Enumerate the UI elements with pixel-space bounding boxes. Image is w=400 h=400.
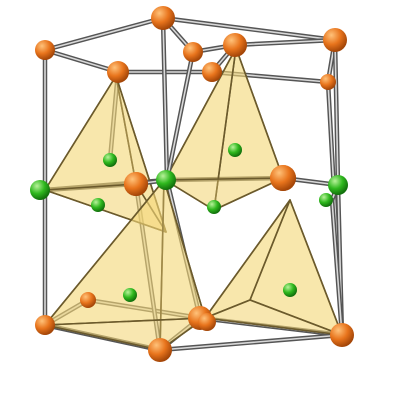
small-atom: [228, 143, 242, 157]
bond-highlight: [44, 17, 164, 51]
small-atom: [328, 175, 348, 195]
large-atom: [323, 28, 347, 52]
bond-highlight: [162, 17, 336, 41]
small-atom: [283, 283, 297, 297]
tetrahedron-face: [204, 299, 343, 336]
small-atom: [30, 180, 50, 200]
large-atom: [107, 61, 129, 83]
bond-highlight: [109, 71, 119, 161]
atom-layer: [30, 6, 354, 362]
small-atom: [103, 153, 117, 167]
large-atom: [124, 172, 148, 196]
large-atom: [198, 313, 216, 331]
large-atom: [330, 323, 354, 347]
bond-highlight: [331, 199, 343, 336]
bond-highlight: [166, 179, 201, 319]
large-atom: [80, 292, 96, 308]
large-atom: [202, 62, 222, 82]
bond-highlight: [334, 39, 339, 186]
small-atom: [319, 193, 333, 207]
large-atom: [151, 6, 175, 30]
bond-highlight: [234, 39, 336, 46]
bond-highlight: [87, 299, 201, 319]
large-atom: [35, 40, 55, 60]
small-atom: [207, 200, 221, 214]
large-atom: [320, 74, 336, 90]
small-atom: [123, 288, 137, 302]
bond-highlight: [135, 183, 161, 351]
tetrahedron-face: [44, 183, 167, 233]
bond-highlight: [166, 51, 194, 181]
bond-highlight: [211, 71, 329, 83]
large-atom: [270, 165, 296, 191]
large-atom: [223, 33, 247, 57]
bond-highlight: [162, 17, 168, 181]
tetrahedron-face: [164, 177, 284, 211]
large-atom: [148, 338, 172, 362]
small-atom: [91, 198, 105, 212]
bond-highlight: [44, 49, 119, 73]
large-atom: [183, 42, 203, 62]
bond-highlight: [159, 334, 343, 351]
small-atom: [156, 170, 176, 190]
large-atom: [35, 315, 55, 335]
